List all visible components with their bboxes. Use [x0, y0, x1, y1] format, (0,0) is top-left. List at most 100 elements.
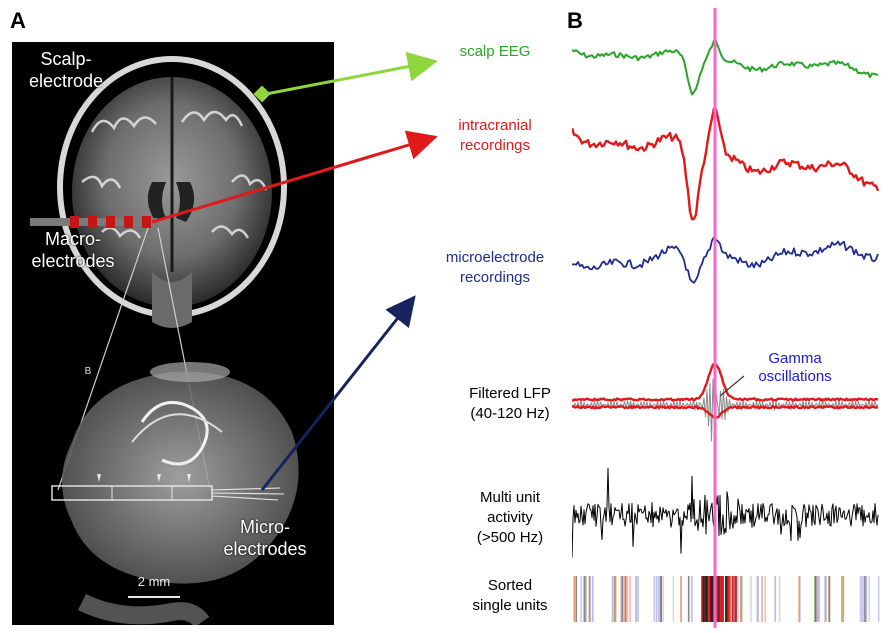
section-top-fragment — [150, 362, 230, 382]
unit-spike — [816, 576, 819, 622]
unit-spike — [868, 576, 871, 622]
unit-spike — [741, 576, 743, 622]
unit-spike — [828, 576, 831, 622]
microelectrode-trace — [572, 236, 879, 284]
microelectrode-label: microelectrode recordings — [445, 249, 545, 286]
unit-spike — [589, 576, 592, 622]
arrow-to-intracranial — [151, 130, 438, 224]
signal-traces — [572, 8, 880, 628]
brain-imaging-panel: Scalp- electrode Macro- electrodes Micro… — [12, 42, 334, 628]
unit-spike — [827, 576, 830, 622]
section-marker-label: B — [84, 366, 92, 377]
unit-spike — [864, 576, 866, 622]
filtered-lfp-label: Filtered LFP (40-120 Hz) — [469, 385, 551, 422]
unit-spike — [725, 576, 728, 622]
cornu-ammonis — [131, 413, 223, 443]
unit-spike — [716, 576, 719, 622]
unit-spike — [629, 576, 631, 622]
unit-spike — [660, 576, 662, 622]
macro-electrodes-label: Macro- electrodes — [31, 229, 115, 271]
unit-spike — [733, 576, 735, 622]
scalp-electrode-marker — [253, 85, 271, 103]
unit-spike — [613, 576, 615, 622]
unit-spike — [824, 576, 826, 622]
unit-spike — [750, 576, 752, 622]
unit-spike — [729, 576, 732, 622]
unit-spike — [575, 576, 578, 622]
single-units-label: Sorted single units — [472, 577, 548, 614]
unit-spike — [623, 576, 626, 622]
unit-spike — [624, 576, 627, 622]
unit-spike — [708, 576, 711, 622]
unit-spike — [734, 576, 737, 622]
unit-spike — [626, 576, 629, 622]
scalp-eeg-trace — [572, 39, 879, 96]
hippocampal-section — [62, 371, 299, 584]
unit-spike — [737, 576, 739, 622]
unit-spike — [859, 576, 862, 622]
unit-spike — [774, 576, 776, 622]
arrow-to-scalp-eeg — [265, 51, 438, 96]
intracranial-label: intracranial recordings — [458, 117, 532, 154]
unit-spike — [721, 576, 724, 622]
gamma-oscillations-label: Gamma oscillations — [758, 350, 832, 385]
unit-spike — [799, 576, 801, 622]
unit-spike — [818, 576, 821, 622]
unit-spike — [662, 576, 664, 622]
unit-spike — [691, 576, 693, 622]
cortex-folds — [81, 110, 268, 239]
single-unit-raster — [573, 576, 880, 622]
unit-spike — [732, 576, 735, 622]
unit-spike — [719, 576, 722, 622]
unit-spike — [592, 576, 594, 622]
unit-spike — [635, 576, 637, 622]
unit-spike — [739, 576, 742, 622]
macro-electrode-contacts — [70, 216, 151, 228]
unit-spike — [655, 576, 658, 622]
unit-spike — [877, 576, 880, 622]
dentate-gyrus — [140, 400, 209, 466]
unit-spike — [680, 576, 682, 622]
unit-spike — [580, 576, 582, 622]
unit-spike — [728, 576, 731, 622]
brain-illustration — [30, 56, 299, 628]
panel-label-a: A — [10, 8, 26, 33]
unit-spike — [865, 576, 868, 622]
panel-label-b: B — [567, 8, 583, 33]
multi-unit-activity-trace — [572, 467, 879, 558]
unit-spike — [710, 576, 713, 622]
multi-unit-label: Multi unit activity (>500 Hz) — [476, 489, 544, 546]
unit-spike — [814, 576, 816, 622]
unit-spike — [588, 576, 591, 622]
intracranial-trace — [572, 107, 880, 221]
electrode-markers — [97, 474, 191, 482]
unit-spike — [814, 576, 817, 622]
unit-spike — [573, 576, 576, 622]
unit-spike — [637, 576, 640, 622]
unit-spike — [842, 576, 845, 622]
unit-spike — [862, 576, 864, 622]
unit-spike — [620, 576, 623, 622]
unit-spike — [701, 576, 704, 622]
unit-spike — [621, 576, 624, 622]
scale-bar-label: 2 mm — [137, 574, 171, 589]
unit-spike — [585, 576, 587, 622]
unit-spike — [764, 576, 767, 622]
left-ventricle — [147, 182, 166, 222]
filtered-lfp-envelope-upper — [572, 362, 879, 402]
unit-spike — [658, 576, 660, 622]
unit-spike — [861, 576, 863, 622]
unit-spike — [712, 576, 715, 622]
unit-spike — [653, 576, 655, 622]
unit-spike — [636, 576, 639, 622]
unit-spike — [761, 576, 763, 622]
micro-electrodes-label: Micro- electrodes — [223, 517, 307, 559]
section-lower-lobe — [77, 593, 210, 628]
unit-spike — [705, 576, 708, 622]
arrow-to-microelectrode — [260, 295, 416, 491]
unit-spike — [757, 576, 759, 622]
filtered-lfp-envelope-lower — [572, 405, 878, 420]
unit-spike — [687, 576, 690, 622]
